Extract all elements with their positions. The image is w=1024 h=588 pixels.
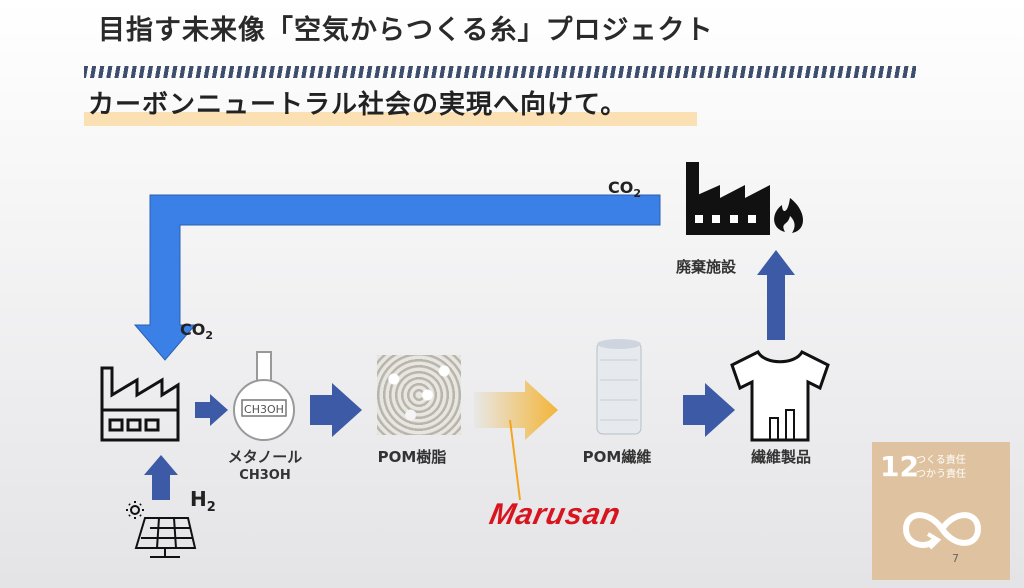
flask-icon	[233, 351, 295, 441]
pom-fiber-label: POM繊維	[582, 448, 652, 466]
pom-resin-label: POM樹脂	[377, 448, 447, 466]
tshirt-icon	[730, 350, 830, 442]
page-title: 目指す未来像「空気からつくる糸」プロジェクト	[98, 15, 714, 46]
arrow-methanol-to-resin	[310, 383, 362, 437]
waste-factory-icon	[686, 162, 770, 235]
marusan-logo: Marusan	[486, 498, 624, 531]
methanol-formula: CH3OH	[239, 468, 291, 483]
h2-label: H2	[190, 487, 216, 515]
flask-label: CH3OH	[244, 403, 284, 416]
page-subtitle: カーボンニュートラル社会の実現へ向けて。	[88, 90, 628, 120]
factory-icon	[100, 366, 180, 442]
up-arrow-h2	[144, 455, 178, 500]
waste-facility-label: 廃棄施設	[675, 258, 736, 276]
subtitle-highlight	[84, 112, 697, 126]
hatched-divider	[84, 66, 916, 78]
methanol-label: メタノール	[227, 448, 303, 466]
co2-label-top: CO2	[608, 178, 641, 201]
infinity-icon	[902, 512, 982, 550]
pom-pellets-image	[377, 355, 461, 435]
flame-icon	[774, 198, 804, 233]
sdg-12-badge: 12 つくる責任つかう責任 7	[872, 442, 1010, 580]
page-number: 7	[952, 552, 959, 565]
sdg-number: 12	[880, 450, 919, 483]
co2-label-left: CO2	[180, 320, 213, 343]
arrow-fiber-to-textile	[683, 383, 735, 437]
fiber-spool-icon	[596, 339, 642, 435]
co2-loop-arrow	[133, 194, 661, 361]
up-arrow-waste	[757, 250, 795, 340]
arrow-factory-to-methanol	[195, 394, 228, 426]
sdg-title: つくる責任つかう責任	[916, 455, 966, 480]
textile-products-label: 繊維製品	[750, 448, 811, 466]
gradient-arrow	[474, 380, 558, 440]
solar-panel-icon	[126, 501, 197, 558]
brand-pointer-line	[509, 419, 521, 501]
